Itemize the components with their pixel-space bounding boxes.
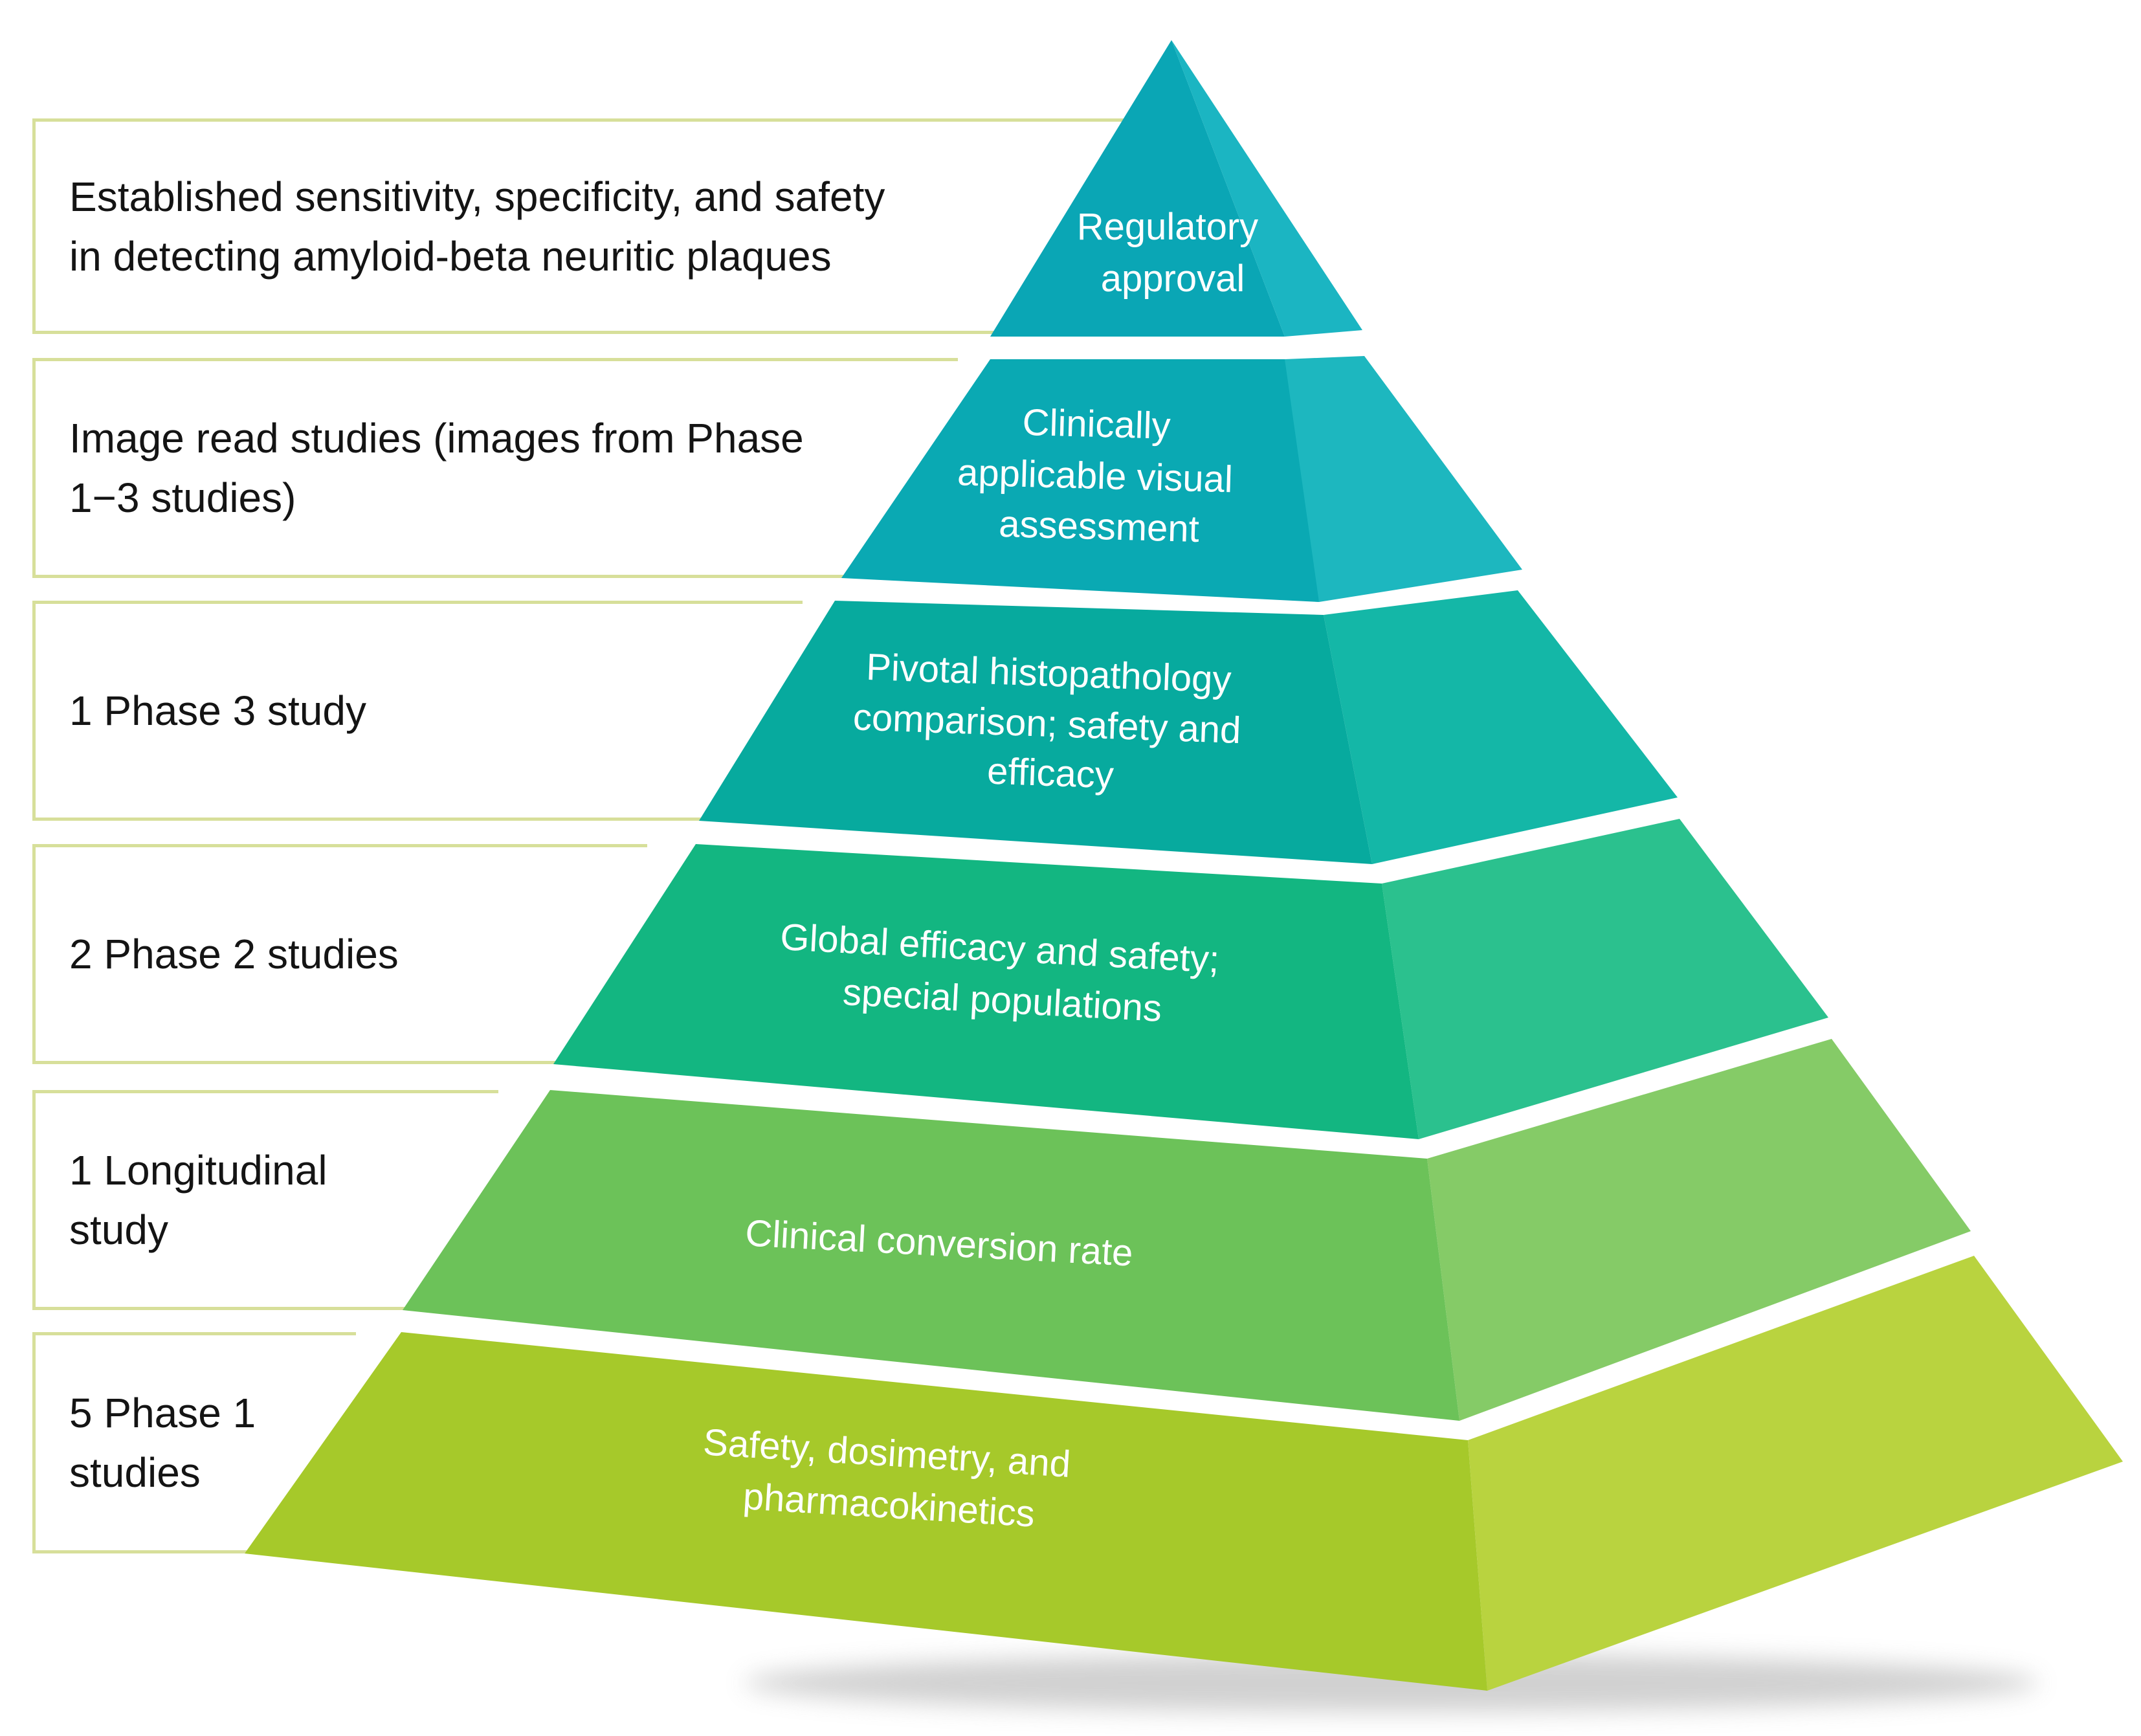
tier-regulatory-front — [990, 40, 1285, 337]
label-text-image-read: Image read studies (images from Phase 1−… — [69, 415, 804, 521]
label-box-phase1: 5 Phase 1 studies — [32, 1332, 356, 1553]
tier-visual-assessment-label-line-1: Clinically — [1022, 401, 1171, 447]
tier-global-efficacy-front — [553, 844, 1419, 1139]
tier-histopathology-front — [699, 601, 1372, 864]
tier-regulatory-side — [1171, 40, 1362, 337]
tier-conversion-rate-front — [403, 1090, 1459, 1421]
tier-histopathology-side — [1324, 590, 1678, 864]
label-box-regulatory: Established sensitivity, specificity, an… — [32, 118, 1133, 334]
tier-safety: Safety, dosimetry, and pharmacokinetics — [245, 1256, 2123, 1691]
tier-conversion-rate: Clinical conversion rate — [403, 1039, 1971, 1421]
tier-regulatory-label-line-2: approval — [1101, 258, 1245, 300]
label-box-longitudinal: 1 Longitudinal study — [32, 1090, 498, 1310]
tier-histopathology: Pivotal histopathology comparison; safet… — [699, 590, 1678, 864]
tier-regulatory-label-line-1: Regulatory — [1077, 206, 1258, 248]
tier-visual-assessment: Clinically applicable visual assessment — [841, 356, 1522, 602]
tier-global-efficacy: Global efficacy and safety; special popu… — [553, 819, 1828, 1139]
label-text-regulatory: Established sensitivity, specificity, an… — [69, 173, 885, 280]
label-box-image-read: Image read studies (images from Phase 1−… — [32, 358, 958, 578]
tier-safety-front — [245, 1332, 1487, 1691]
tier-histopathology-label-line-3: efficacy — [986, 750, 1115, 797]
label-box-phase3: 1 Phase 3 study — [32, 601, 803, 821]
label-text-phase2: 2 Phase 2 studies — [69, 931, 399, 977]
label-text-longitudinal: 1 Longitudinal study — [69, 1147, 327, 1253]
tier-visual-assessment-label: Clinically applicable visual assessment — [955, 399, 1245, 551]
tier-regulatory-label: Regulatory approval — [1077, 206, 1269, 300]
pyramid-shadow — [744, 1654, 2039, 1712]
tier-safety-side — [1468, 1256, 2123, 1691]
tier-conversion-rate-side — [1427, 1039, 1971, 1421]
label-text-phase3: 1 Phase 3 study — [69, 687, 366, 734]
tier-visual-assessment-side — [1269, 356, 1522, 602]
tier-visual-assessment-label-line-2: applicable visual — [957, 451, 1233, 500]
label-text-phase1: 5 Phase 1 studies — [69, 1390, 256, 1496]
tier-regulatory: Regulatory approval — [990, 40, 1362, 337]
label-box-phase2: 2 Phase 2 studies — [32, 844, 647, 1064]
tier-visual-assessment-front — [841, 359, 1319, 602]
tier-global-efficacy-side — [1382, 819, 1828, 1139]
tier-visual-assessment-label-line-3: assessment — [999, 503, 1200, 550]
